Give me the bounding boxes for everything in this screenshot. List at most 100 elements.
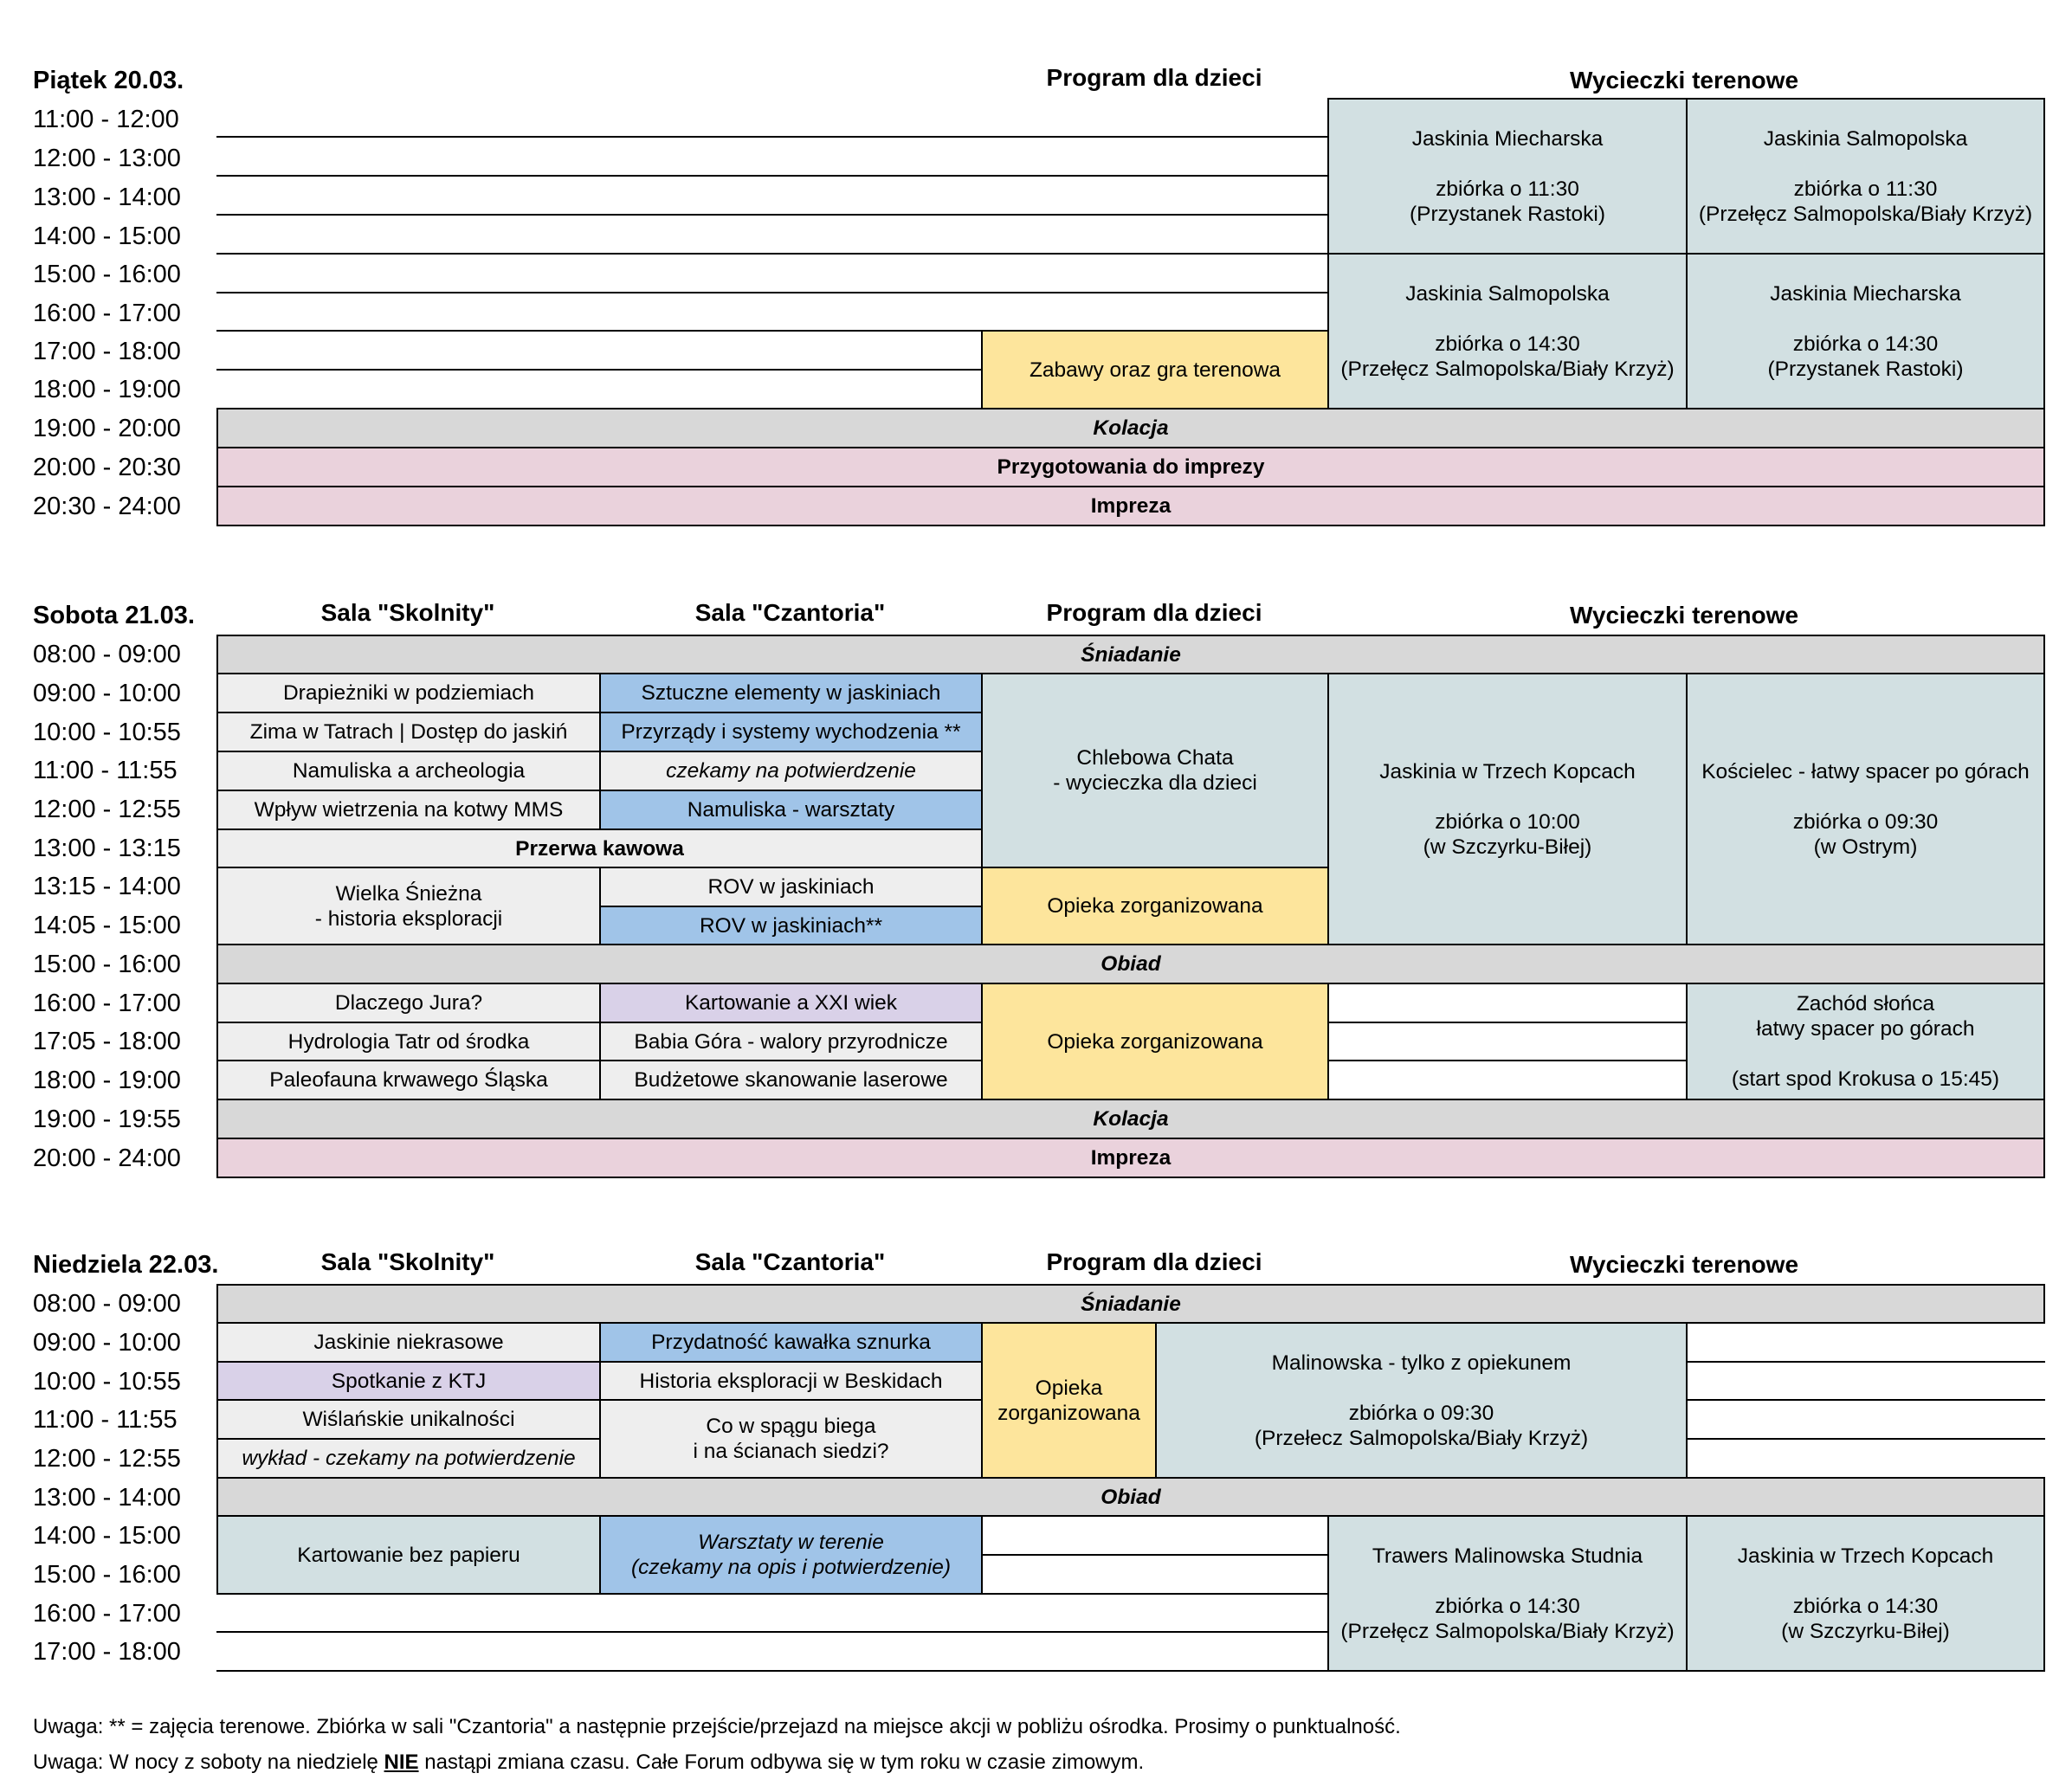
coffee-break-bar: Przerwa kawowa: [216, 829, 983, 868]
field-trip-event[interactable]: Jaskinia Salmopolska zbiórka o 11:30 (Pr…: [1686, 98, 2045, 255]
header-kids-program: Program dla dzieci: [1046, 64, 1262, 91]
row-divider: [216, 175, 1327, 177]
talk-skolnity[interactable]: Jaskinie niekrasowe: [216, 1322, 601, 1363]
talk-skolnity[interactable]: Kartowanie bez papieru: [216, 1515, 601, 1595]
time-slot: 09:00 - 10:00: [33, 680, 181, 707]
row-divider: [1686, 1438, 2045, 1440]
party-bar: Impreza: [216, 486, 2045, 526]
time-slot: 16:00 - 17:00: [33, 300, 181, 327]
time-slot: 10:00 - 10:55: [33, 719, 181, 746]
header-room-czantoria: Sala "Czantoria": [694, 599, 886, 626]
header-room-skolnity: Sala "Skolnity": [320, 1248, 495, 1275]
talk-czantoria[interactable]: Historia eksploracji w Beskidach: [599, 1361, 983, 1401]
day-heading: Niedziela 22.03.: [33, 1251, 219, 1279]
time-slot: 15:00 - 16:00: [33, 1561, 181, 1589]
party-prep-bar: Przygotowania do imprezy: [216, 447, 2045, 487]
talk-czantoria[interactable]: Budżetowe skanowanie laserowe: [599, 1060, 983, 1100]
time-slot: 19:00 - 20:00: [33, 415, 181, 442]
header-room-czantoria: Sala "Czantoria": [694, 1248, 886, 1275]
talk-skolnity[interactable]: Drapieżniki w podziemiach: [216, 673, 601, 713]
talk-czantoria[interactable]: Przyrządy i systemy wychodzenia **: [599, 712, 983, 752]
time-slot: 17:00 - 18:00: [33, 1638, 181, 1666]
time-slot: 10:00 - 10:55: [33, 1368, 181, 1396]
talk-skolnity[interactable]: Namuliska a archeologia: [216, 751, 601, 791]
talk-czantoria[interactable]: Kartowanie a XXI wiek: [599, 983, 983, 1023]
talk-skolnity[interactable]: Wielka Śnieżna - historia eksploracji: [216, 867, 601, 945]
day-heading: Sobota 21.03.: [33, 602, 195, 629]
talk-skolnity[interactable]: Paleofauna krwawego Śląska: [216, 1060, 601, 1100]
header-kids-program: Program dla dzieci: [1046, 1248, 1262, 1275]
kids-program-event[interactable]: Chlebowa Chata - wycieczka dla dzieci: [981, 673, 1329, 868]
time-slot: 14:05 - 15:00: [33, 912, 181, 939]
kids-program-event[interactable]: Opieka zorganizowana: [981, 983, 1329, 1100]
row-divider: [1686, 1361, 2045, 1363]
talk-skolnity[interactable]: Hydrologia Tatr od środka: [216, 1022, 601, 1061]
header-room-skolnity: Sala "Skolnity": [320, 599, 495, 626]
time-slot: 11:00 - 11:55: [33, 757, 178, 784]
time-slot: 12:00 - 13:00: [33, 145, 181, 172]
breakfast-bar: Śniadanie: [216, 635, 2045, 674]
field-trip-event[interactable]: Jaskinia w Trzech Kopcach zbiórka o 10:0…: [1327, 673, 1688, 945]
row-divider: [216, 369, 981, 371]
dinner-bar: Kolacja: [216, 1099, 2045, 1139]
row-divider: [216, 253, 1327, 255]
talk-czantoria[interactable]: Warsztaty w terenie (czekamy na opis i p…: [599, 1515, 983, 1595]
row-divider: [216, 330, 1327, 332]
talk-skolnity[interactable]: Wpływ wietrzenia na kotwy MMS: [216, 790, 601, 830]
time-slot: 11:00 - 11:55: [33, 1406, 178, 1434]
time-slot: 19:00 - 19:55: [33, 1106, 181, 1133]
time-slot: 14:00 - 15:00: [33, 222, 181, 250]
kids-program-event[interactable]: Opieka zorganizowana: [981, 867, 1329, 945]
note-text: Uwaga: W nocy z soboty na niedzielę: [33, 1751, 384, 1774]
talk-skolnity[interactable]: Dlaczego Jura?: [216, 983, 601, 1023]
time-slot: 11:00 - 12:00: [33, 106, 179, 133]
note-text: nastąpi zmiana czasu. Całe Forum odbywa …: [418, 1751, 1145, 1774]
time-slot: 09:00 - 10:00: [33, 1329, 181, 1357]
talk-czantoria[interactable]: czekamy na potwierdzenie: [599, 751, 983, 791]
time-slot: 13:00 - 14:00: [33, 184, 181, 211]
field-trip-event[interactable]: Malinowska - tylko z opiekunem zbiórka o…: [1155, 1322, 1688, 1479]
header-field-trips: Wycieczki terenowe: [1569, 1251, 1799, 1278]
talk-czantoria[interactable]: ROV w jaskiniach: [599, 867, 983, 907]
time-slot: 20:00 - 20:30: [33, 454, 181, 481]
field-trip-event[interactable]: Jaskinia w Trzech Kopcach zbiórka o 14:3…: [1686, 1515, 2045, 1672]
talk-czantoria[interactable]: Sztuczne elementy w jaskiniach: [599, 673, 983, 713]
empty-slot: [981, 1515, 1329, 1556]
header-field-trips: Wycieczki terenowe: [1569, 67, 1799, 93]
time-slot: 12:00 - 12:55: [33, 1445, 181, 1473]
note-time-change: Uwaga: W nocy z soboty na niedzielę NIE …: [33, 1751, 1144, 1775]
time-slot: 17:00 - 18:00: [33, 338, 181, 365]
time-slot: 12:00 - 12:55: [33, 796, 181, 823]
talk-skolnity[interactable]: Zima w Tatrach | Dostęp do jaskiń: [216, 712, 601, 752]
time-slot: 15:00 - 16:00: [33, 261, 181, 288]
field-trip-event[interactable]: Zachód słońca łatwy spacer po górach (st…: [1686, 983, 2045, 1100]
empty-slot: [1327, 1022, 1688, 1061]
header-field-trips: Wycieczki terenowe: [1569, 602, 1799, 629]
row-divider: [216, 292, 1327, 293]
talk-czantoria[interactable]: Babia Góra - walory przyrodnicze: [599, 1022, 983, 1061]
field-trip-event[interactable]: Kościelec - łatwy spacer po górach zbiór…: [1686, 673, 2045, 945]
field-trip-event[interactable]: Jaskinia Salmopolska zbiórka o 14:30 (Pr…: [1327, 253, 1688, 409]
talk-czantoria[interactable]: Przydatność kawałka sznurka: [599, 1322, 983, 1363]
time-slot: 16:00 - 17:00: [33, 1600, 181, 1628]
field-trip-event[interactable]: Trawers Malinowska Studnia zbiórka o 14:…: [1327, 1515, 1688, 1672]
day-heading: Piątek 20.03.: [33, 67, 184, 94]
time-slot: 17:05 - 18:00: [33, 1028, 181, 1055]
field-trip-event[interactable]: Jaskinia Miecharska zbiórka o 11:30 (Prz…: [1327, 98, 1688, 255]
time-slot: 18:00 - 19:00: [33, 376, 181, 403]
talk-skolnity[interactable]: Spotkanie z KTJ: [216, 1361, 601, 1401]
talk-czantoria[interactable]: Co w spągu biega i na ścianach siedzi?: [599, 1399, 983, 1479]
talk-skolnity[interactable]: Wiślańskie unikalności: [216, 1399, 601, 1440]
kids-program-event[interactable]: Opieka zorganizowana: [981, 1322, 1157, 1479]
row-divider: [1686, 1399, 2045, 1401]
row-divider: [216, 214, 1327, 216]
talk-czantoria[interactable]: ROV w jaskiniach**: [599, 906, 983, 945]
field-trip-event[interactable]: Jaskinia Miecharska zbiórka o 14:30 (Prz…: [1686, 253, 2045, 409]
kids-program-event[interactable]: Zabawy oraz gra terenowa: [981, 330, 1329, 409]
empty-slot: [981, 1554, 1329, 1595]
time-slot: 13:00 - 14:00: [33, 1484, 181, 1512]
time-slot: 16:00 - 17:00: [33, 990, 181, 1017]
breakfast-bar: Śniadanie: [216, 1284, 2045, 1324]
talk-skolnity[interactable]: wykład - czekamy na potwierdzenie: [216, 1438, 601, 1479]
talk-czantoria[interactable]: Namuliska - warsztaty: [599, 790, 983, 830]
